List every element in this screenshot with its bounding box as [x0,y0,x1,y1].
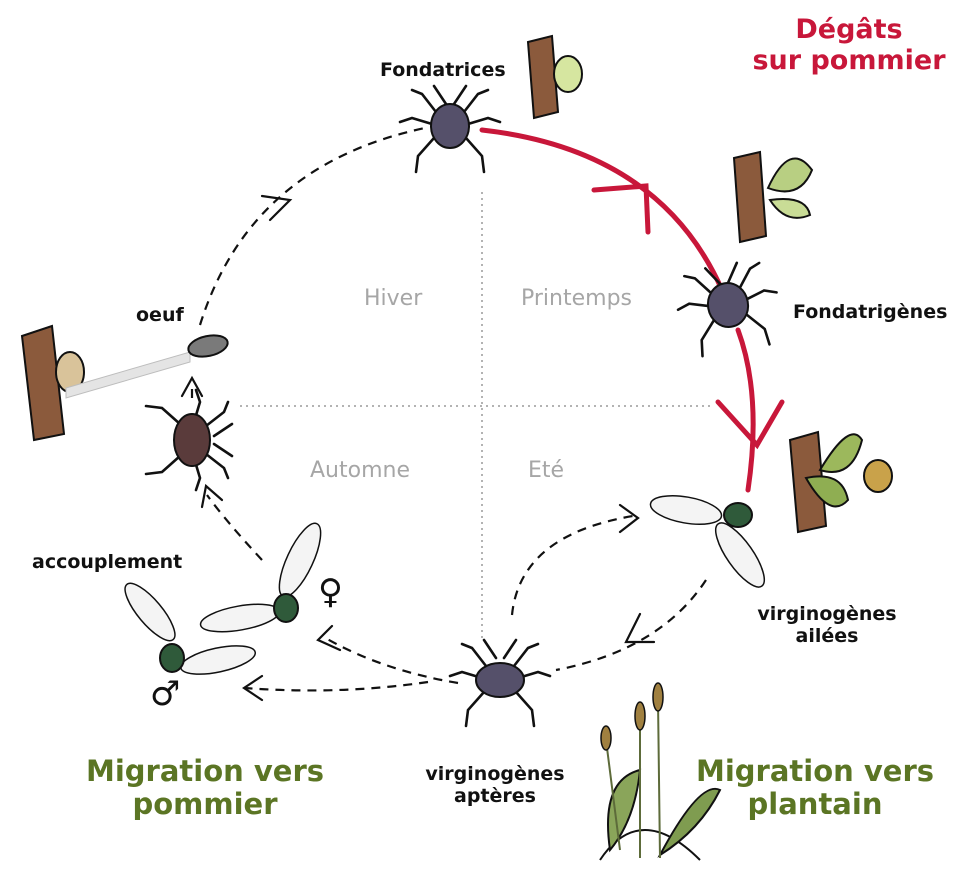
female-symbol: ♀ [318,573,343,612]
branch-leaves-illustration [734,152,812,242]
aphid-virginogene-ailee [648,491,772,594]
stage-label-apteres-line2: aptères [410,786,580,808]
damage-title: Dégâts sur pommier [744,14,954,76]
season-dividers [240,192,714,640]
arrow-apteres-to-ailees [512,516,633,615]
migration-plantain-line1: Migration vers [680,755,950,788]
stage-label-apteres: virginogènes aptères [410,764,580,808]
stage-label-ailees: virginogènes ailées [742,604,912,648]
stage-label-apteres-line1: virginogènes [410,764,580,786]
stage-label-ailees-line1: virginogènes [742,604,912,626]
stage-label-fondatrigenes: Fondatrigènes [793,302,947,324]
stage-label-ailees-line2: ailées [742,626,912,648]
arrow-apteres-to-male [244,682,428,690]
migration-plantain-line2: plantain [680,788,950,821]
season-label-winter: Hiver [364,286,422,311]
season-label-autumn: Automne [310,458,410,483]
damage-title-line1: Dégâts [744,14,954,45]
branch-fruit-illustration [790,432,892,532]
migration-pommier-line1: Migration vers [60,755,350,788]
egg-oeuf [186,332,229,360]
arrow-ailees-to-apteres [556,580,706,670]
aphid-female-ailee [199,518,329,637]
male-symbol: ♂ [150,675,180,714]
season-label-spring: Printemps [521,286,632,311]
arrow-apteres-to-female [322,636,458,683]
arrow-accouplement-to-aphid [207,495,262,560]
branch-egg-illustration [22,326,190,440]
aphid-virginogene-aptere [450,640,550,726]
migration-pommier-title: Migration vers pommier [60,755,350,822]
stage-label-oeuf: oeuf [136,305,184,327]
stage-label-fondatrices: Fondatrices [380,60,506,82]
migration-pommier-line2: pommier [60,788,350,821]
branch-bud-illustration [528,36,582,118]
migration-plantain-title: Migration vers plantain [680,755,950,822]
aphid-fondatrigene [672,257,785,359]
stage-label-accouplement: accouplement [32,552,182,574]
aphid-sexuee [146,390,232,490]
season-label-summer: Eté [528,458,564,483]
damage-title-line2: sur pommier [744,45,954,76]
